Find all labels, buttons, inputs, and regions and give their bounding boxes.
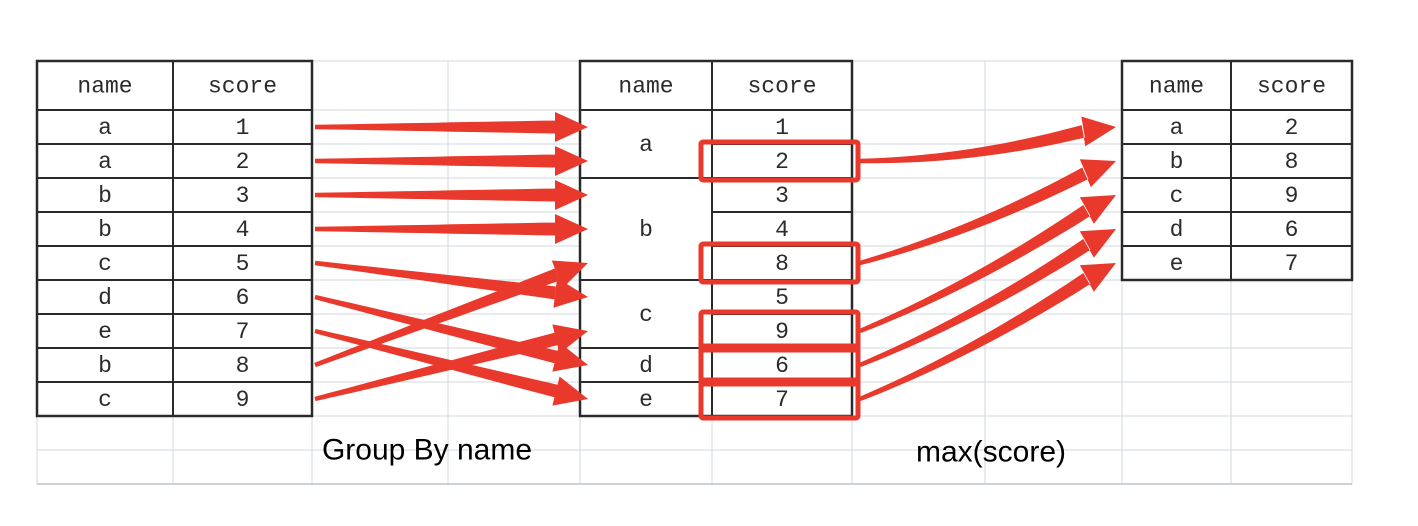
source-table-header-score: score bbox=[208, 74, 277, 100]
source-table-score-cell: 6 bbox=[236, 285, 250, 311]
group-arrows bbox=[314, 112, 588, 406]
source-table-name-cell: d bbox=[98, 285, 112, 311]
grouped-name-cell: c bbox=[639, 302, 653, 328]
group-arrow-c-9 bbox=[314, 324, 588, 402]
grouped-table-header-name: name bbox=[618, 74, 673, 100]
group-by-label: Group By name bbox=[322, 434, 532, 467]
grouped-score-cell: 6 bbox=[775, 353, 789, 379]
source-table-name-cell: b bbox=[98, 183, 112, 209]
result-table-score-cell: 8 bbox=[1285, 149, 1299, 175]
grouped-score-cell: 1 bbox=[775, 115, 789, 141]
source-table-score-cell: 3 bbox=[236, 183, 250, 209]
max-arrow-a-2 bbox=[860, 116, 1116, 164]
grouped-score-cell: 4 bbox=[775, 217, 789, 243]
max-highlight-boxes bbox=[698, 139, 861, 421]
max-highlight-box-8 bbox=[698, 241, 861, 285]
result-table-score-cell: 6 bbox=[1285, 217, 1299, 243]
result-table-name-cell: c bbox=[1170, 183, 1184, 209]
group-arrow-a-1 bbox=[315, 112, 588, 142]
grouped-score-cell: 9 bbox=[775, 319, 789, 345]
source-table-name-cell: b bbox=[98, 353, 112, 379]
max-highlight-box-6 bbox=[698, 343, 861, 387]
group-arrow-b-8 bbox=[314, 260, 588, 368]
grouped-name-cell: b bbox=[639, 217, 653, 243]
grouped-table-bg bbox=[580, 61, 852, 416]
max-arrow-c-9 bbox=[859, 195, 1116, 333]
grouped-score-cell: 5 bbox=[775, 285, 789, 311]
grouped-score-cell: 8 bbox=[775, 251, 789, 277]
result-table-score-cell: 7 bbox=[1285, 251, 1299, 277]
grouped-name-cell: e bbox=[639, 387, 653, 413]
result-table-bg bbox=[1122, 61, 1352, 280]
grouped-score-cell: 3 bbox=[775, 183, 789, 209]
max-arrow-b-8 bbox=[859, 159, 1116, 266]
source-table-name-cell: a bbox=[98, 115, 112, 141]
source-table-score-cell: 4 bbox=[236, 217, 250, 243]
group-arrow-b-3 bbox=[315, 180, 588, 210]
grouped-name-cell: d bbox=[639, 353, 653, 379]
source-table-header-name: name bbox=[77, 74, 132, 100]
result-table-score-cell: 2 bbox=[1285, 115, 1299, 141]
result-table-name-cell: e bbox=[1170, 251, 1184, 277]
grouped-score-cell: 7 bbox=[775, 387, 789, 413]
source-table-score-cell: 2 bbox=[236, 149, 250, 175]
max-arrow-e-7 bbox=[859, 263, 1116, 401]
max-function-label: max(score) bbox=[916, 436, 1066, 469]
max-highlight-box-2 bbox=[698, 139, 861, 183]
grouped-score-cell: 2 bbox=[775, 149, 789, 175]
source-table-bg bbox=[37, 61, 312, 416]
group-arrow-a-2 bbox=[315, 146, 588, 176]
source-table-score-cell: 1 bbox=[236, 115, 250, 141]
grouped-name-cell: a bbox=[639, 132, 653, 158]
source-table-name-cell: b bbox=[98, 217, 112, 243]
grouped-table-header-score: score bbox=[747, 74, 816, 100]
source-table-name-cell: c bbox=[98, 387, 112, 413]
group-arrow-b-4 bbox=[315, 214, 588, 244]
result-table-name-cell: b bbox=[1170, 149, 1184, 175]
result-table-header-name: name bbox=[1149, 74, 1204, 100]
result-table-header-score: score bbox=[1257, 74, 1326, 100]
max-highlight-box-9 bbox=[698, 309, 861, 353]
max-highlight-box-7 bbox=[698, 377, 861, 421]
source-table-name-cell: c bbox=[98, 251, 112, 277]
source-table-score-cell: 5 bbox=[236, 251, 250, 277]
max-arrows bbox=[859, 116, 1116, 401]
source-table-score-cell: 7 bbox=[236, 319, 250, 345]
result-table-outer-border bbox=[1120, 59, 1354, 282]
source-table-outer-border bbox=[35, 59, 314, 418]
result-table: name score a 2 b 8 c 9 d 6 e 7 bbox=[1120, 59, 1354, 282]
result-table-name-cell: d bbox=[1170, 217, 1184, 243]
source-table-score-cell: 9 bbox=[236, 387, 250, 413]
source-table-name-cell: a bbox=[98, 149, 112, 175]
result-table-name-cell: a bbox=[1170, 115, 1184, 141]
source-table: name score a 1 a 2 b 3 b 4 c 5 d 6 e 7 b 8 c 9 bbox=[35, 59, 314, 418]
grouped-table: name score a 1 2 b 3 4 8 c 5 9 d 6 e 7 bbox=[578, 59, 854, 418]
max-arrow-d-6 bbox=[859, 229, 1116, 367]
source-table-name-cell: e bbox=[98, 319, 112, 345]
source-table-score-cell: 8 bbox=[236, 353, 250, 379]
group-arrow-c-5 bbox=[314, 260, 588, 308]
result-table-score-cell: 9 bbox=[1285, 183, 1299, 209]
group-arrow-d-6 bbox=[314, 294, 588, 372]
